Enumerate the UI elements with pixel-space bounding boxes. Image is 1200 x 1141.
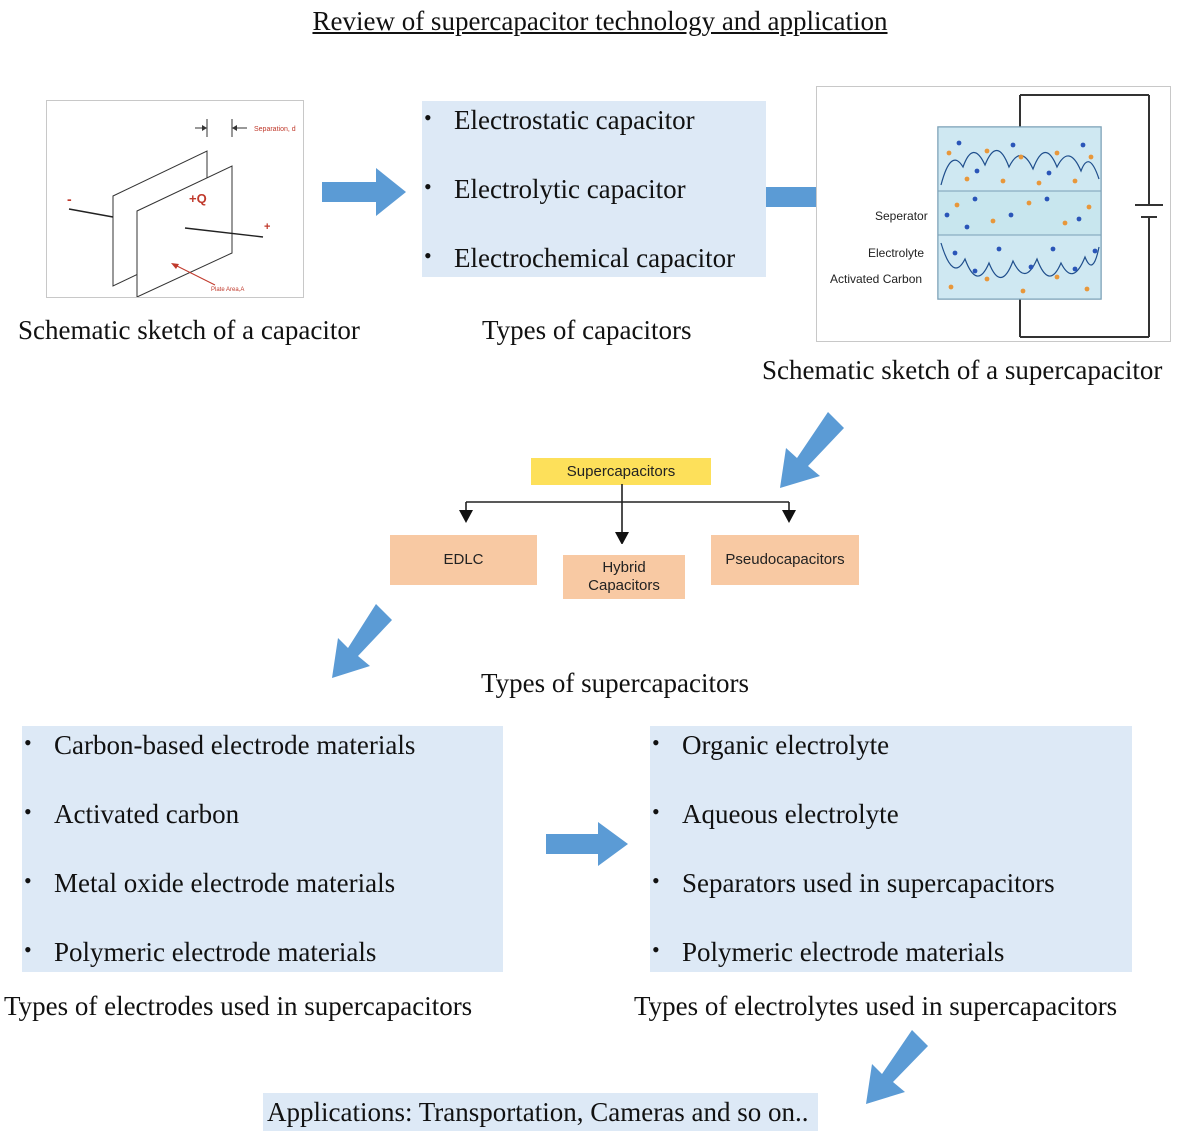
tree-root-box: Supercapacitors bbox=[531, 458, 711, 485]
capacitor-sketch: Separation, d +Q - + Plate Area,A bbox=[46, 100, 304, 298]
tree-child-hybrid: Hybrid Capacitors bbox=[563, 555, 685, 599]
tree-child-edlc: EDLC bbox=[390, 535, 537, 585]
arrow-down-left-2 bbox=[332, 604, 392, 678]
arrow-right-1 bbox=[322, 168, 406, 216]
tree-connectors bbox=[459, 484, 796, 544]
arrow-right-3 bbox=[546, 822, 628, 866]
electrode-item: Carbon-based electrode materials bbox=[22, 730, 503, 761]
supercapacitor-types-caption: Types of supercapacitors bbox=[481, 668, 750, 698]
applications-box: Applications: Transportation, Cameras an… bbox=[263, 1093, 819, 1131]
tree-child-pseudo: Pseudocapacitors bbox=[711, 535, 859, 585]
electrolyte-item: Organic electrolyte bbox=[650, 730, 1132, 761]
capacitor-types-caption: Types of capacitors bbox=[482, 315, 692, 345]
capacitor-type-item: Electrolytic capacitor bbox=[422, 174, 766, 205]
minus-label: - bbox=[67, 191, 72, 207]
capacitor-type-item: Electrochemical capacitor bbox=[422, 243, 766, 274]
plus-label: + bbox=[264, 221, 270, 233]
electrolytes-caption: Types of electrolytes used in supercapac… bbox=[634, 991, 1118, 1021]
plate-area-label: Plate Area,A bbox=[211, 287, 244, 293]
electrode-item: Polymeric electrode materials bbox=[22, 937, 503, 968]
electrolytes-box: Organic electrolyte Aqueous electrolyte … bbox=[650, 726, 1132, 972]
capacitor-diagram: Separation, d +Q - + Plate Area,A bbox=[67, 119, 296, 298]
arrow-down-left-1 bbox=[780, 412, 844, 488]
electrolyte-item: Separators used in supercapacitors bbox=[650, 868, 1132, 899]
electrolyte-label: Electrolyte bbox=[868, 246, 924, 260]
capacitor-types-box: Electrostatic capacitor Electrolytic cap… bbox=[422, 101, 766, 277]
electrode-item: Metal oxide electrode materials bbox=[22, 868, 503, 899]
electrode-item: Activated carbon bbox=[22, 799, 503, 830]
arrow-down-left-3 bbox=[866, 1030, 928, 1104]
supercapacitor-sketch-caption: Schematic sketch of a supercapacitor bbox=[762, 355, 1163, 385]
activated-carbon-label: Activated Carbon bbox=[830, 272, 922, 286]
capacitor-sketch-caption: Schematic sketch of a capacitor bbox=[18, 315, 360, 345]
electrodes-box: Carbon-based electrode materials Activat… bbox=[22, 726, 503, 972]
electrolyte-item: Polymeric electrode materials bbox=[650, 937, 1132, 968]
electrodes-caption: Types of electrodes used in supercapacit… bbox=[4, 991, 473, 1021]
charge-label: +Q bbox=[189, 191, 207, 206]
supercapacitor-diagram: Seperator Electrolyte Activated Carbon bbox=[830, 94, 1163, 338]
capacitor-type-item: Electrostatic capacitor bbox=[422, 105, 766, 136]
supercapacitor-sketch: Seperator Electrolyte Activated Carbon bbox=[816, 86, 1171, 342]
electrolyte-item: Aqueous electrolyte bbox=[650, 799, 1132, 830]
separation-label: Separation, d bbox=[254, 126, 296, 133]
page-title: Review of supercapacitor technology and … bbox=[312, 6, 888, 36]
separator-label: Seperator bbox=[875, 209, 928, 223]
